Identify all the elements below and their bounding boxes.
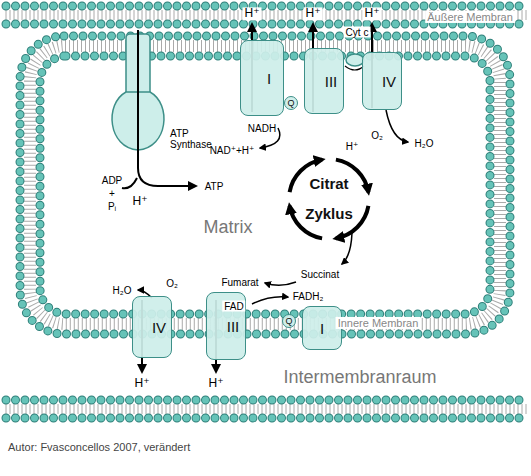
molecule-label: O₂	[371, 130, 383, 141]
molecule-label: FADH₂	[293, 291, 324, 302]
molecule-label: O₂	[166, 278, 178, 289]
ubiquinone-circle: Q	[284, 96, 298, 110]
proton-label: H⁺	[304, 7, 323, 20]
complex-label: Q	[287, 98, 294, 108]
proton-label: H⁺	[133, 195, 148, 208]
proton-label: H⁺	[133, 377, 152, 390]
proton-label: H⁺	[363, 7, 382, 20]
complex-box: IV	[362, 52, 402, 110]
complex-box: IV	[132, 296, 172, 358]
complex-label: Q	[285, 316, 292, 326]
molecule-label: H₂O	[113, 285, 132, 296]
complex-label: IV	[382, 73, 396, 90]
complex-label: I	[267, 70, 271, 87]
complex-label: III	[227, 318, 240, 335]
proton-label: H⁺	[344, 141, 361, 152]
membrane-name: Innere Membran	[336, 317, 421, 329]
complex-label: IV	[152, 319, 166, 336]
molecule-label: NAD⁺+H⁺	[210, 145, 255, 156]
molecule-label: Fumarat	[221, 277, 258, 288]
proton-label: H⁺	[243, 7, 262, 20]
proton-label: H⁺	[207, 377, 226, 390]
molecule-label: NADH	[248, 123, 276, 134]
plus-sign: +	[109, 188, 115, 199]
complex-label: I	[320, 320, 324, 337]
molecule-label: FAD	[222, 301, 245, 312]
molecule-label: ADP	[102, 175, 123, 186]
region-name: Matrix	[204, 218, 253, 238]
complex-label: III	[325, 73, 338, 90]
molecule-label: ATP	[205, 181, 224, 192]
molecule-label: Succinat	[301, 269, 339, 280]
ubiquinone-circle: Q	[282, 314, 296, 328]
region-name: Intermembranraum	[283, 368, 436, 388]
author-caption: Autor: Fvasconcellos 2007, verändert	[8, 441, 190, 453]
cytochrome-label: Cyt c	[344, 27, 371, 38]
cycle-node: Citrat Zyklus	[292, 164, 366, 234]
molecule-label: H₂O	[415, 138, 434, 149]
complex-box: I	[240, 40, 284, 116]
membrane-name: Äußere Membran	[425, 11, 515, 23]
cycle-label: Citrat Zyklus	[299, 169, 359, 229]
complex-box: III	[304, 48, 344, 114]
molecule-label: Pᵢ	[108, 201, 116, 212]
